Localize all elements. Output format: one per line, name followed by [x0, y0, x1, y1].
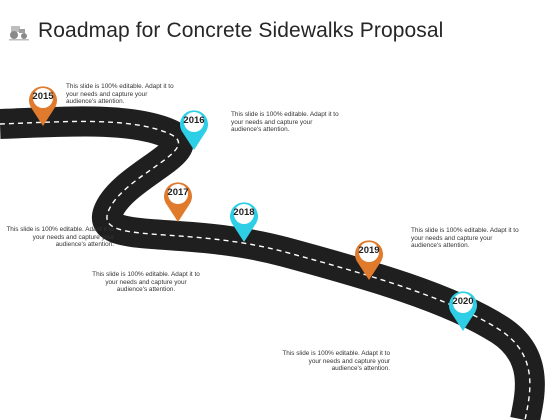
milestone-year: 2018: [233, 207, 255, 218]
milestone-description-2019: This slide is 100% editable. Adapt it to…: [411, 227, 519, 250]
milestone-year: 2017: [167, 187, 189, 198]
road-center-dashes: [0, 120, 531, 420]
milestone-year: 2016: [183, 115, 205, 126]
map-pin-icon: [230, 202, 258, 242]
page-title: Roadmap for Concrete Sidewalks Proposal: [38, 19, 443, 43]
title-rest: for Concrete Sidewalks Proposal: [135, 19, 444, 42]
map-pin-icon: [355, 240, 383, 280]
road-roller-icon: [9, 26, 29, 41]
milestone-description-2020: This slide is 100% editable. Adapt it to…: [282, 350, 390, 373]
map-pin-icon: [449, 291, 477, 331]
milestone-year: 2015: [32, 91, 54, 102]
milestone-year: 2019: [358, 245, 380, 256]
milestone-pin-2015: 2015: [26, 82, 60, 128]
milestone-pin-2020: 2020: [446, 287, 480, 333]
milestone-description-2016: This slide is 100% editable. Adapt it to…: [231, 111, 339, 134]
map-pin-icon: [29, 86, 57, 126]
milestone-pin-2019: 2019: [352, 236, 386, 282]
map-pin-icon: [164, 182, 192, 222]
title-prefix: Roadmap: [38, 19, 130, 42]
road-surface: [0, 106, 545, 420]
milestone-pin-2017: 2017: [161, 178, 195, 224]
milestone-description-2017: This slide is 100% editable. Adapt it to…: [6, 226, 114, 249]
map-pin-icon: [180, 110, 208, 150]
milestone-pin-2018: 2018: [227, 198, 261, 244]
milestone-year: 2020: [452, 296, 474, 307]
milestone-pin-2016: 2016: [177, 106, 211, 152]
milestone-description-2018: This slide is 100% editable. Adapt it to…: [92, 271, 200, 294]
milestone-description-2015: This slide is 100% editable. Adapt it to…: [66, 83, 174, 106]
title-row: Roadmap for Concrete Sidewalks Proposal: [8, 14, 443, 48]
